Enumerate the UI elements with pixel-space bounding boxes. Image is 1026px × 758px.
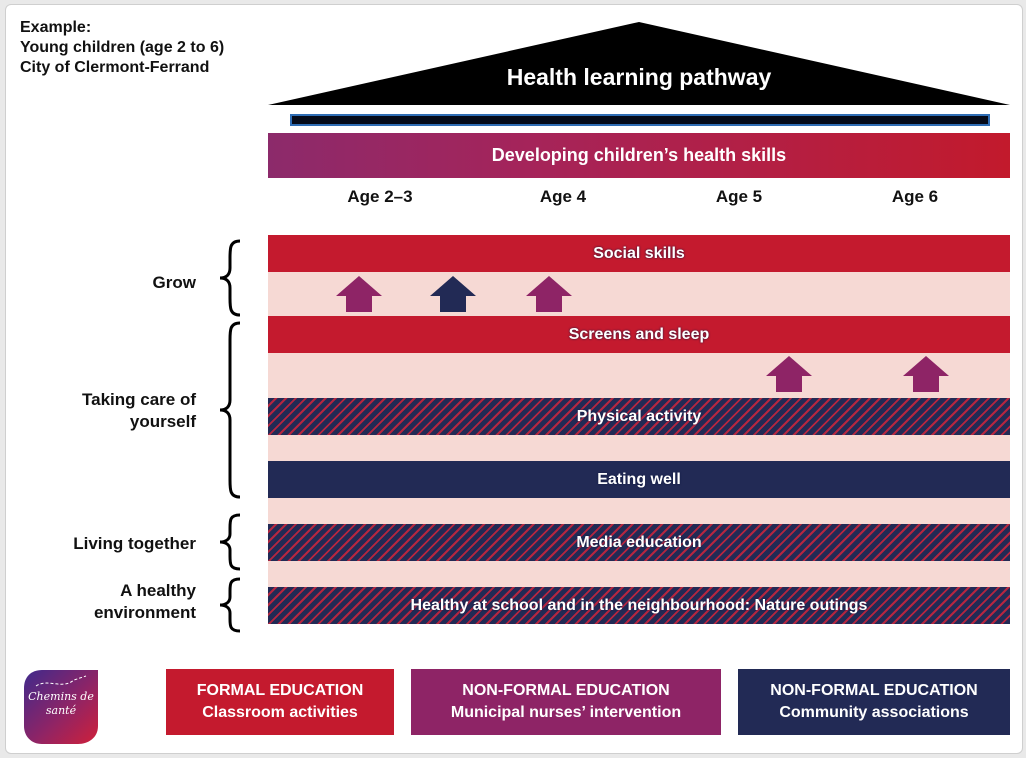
roof-title: Health learning pathway xyxy=(506,64,772,90)
category-taking-care: Taking care of yourself xyxy=(6,389,196,433)
legend-associations-title: NON-FORMAL EDUCATION xyxy=(770,682,978,699)
up-arrow-icon xyxy=(526,276,572,312)
band-eating-well: Eating well xyxy=(268,461,1010,498)
up-arrow-icon xyxy=(336,276,382,312)
example-line-2: Young children (age 2 to 6) xyxy=(20,39,225,56)
chemins-de-sante-logo xyxy=(24,670,98,744)
category-grow-label: Grow xyxy=(152,273,196,292)
band-social-skills: Social skills xyxy=(268,235,1010,272)
logo-line-1: Chemins de xyxy=(28,690,94,703)
band-physical-activity: Physical activity xyxy=(268,398,1010,435)
header-band: Developing children’s health skills xyxy=(268,133,1010,178)
up-arrow-icon xyxy=(766,356,812,392)
legend-nurses-subtitle: Municipal nurses’ intervention xyxy=(450,704,682,721)
example-label: Example: Young children (age 2 to 6) Cit… xyxy=(20,18,224,78)
brace-healthy-environment xyxy=(219,577,241,633)
legend-formal-subtitle: Classroom activities xyxy=(202,704,358,721)
lane-eating xyxy=(268,498,1010,524)
band-healthy-school-label: Healthy at school and in the neighbourho… xyxy=(410,596,868,614)
category-living-together: Living together xyxy=(6,533,196,555)
lane-grow xyxy=(268,272,1010,317)
logo-line-2: santé xyxy=(45,704,77,717)
roof-beam xyxy=(290,114,990,126)
age-label-4: Age 4 xyxy=(539,187,587,206)
logo-text: Chemins de santé xyxy=(22,690,100,718)
brace-taking-care xyxy=(219,321,241,499)
lane-physical xyxy=(268,435,1010,461)
band-physical-activity-label: Physical activity xyxy=(576,407,702,425)
legend-nurses-title: NON-FORMAL EDUCATION xyxy=(462,682,670,699)
category-healthy-environment-line-2: environment xyxy=(93,603,196,622)
band-screens-sleep: Screens and sleep xyxy=(268,316,1010,353)
brace-grow xyxy=(219,239,241,317)
band-screens-sleep-label: Screens and sleep xyxy=(568,325,710,343)
age-label-2-3: Age 2–3 xyxy=(347,187,413,206)
band-healthy-school: Healthy at school and in the neighbourho… xyxy=(268,587,1010,624)
roof-triangle xyxy=(268,22,1010,105)
band-media-education-label: Media education xyxy=(576,533,702,551)
legend-nonformal-associations: NON-FORMAL EDUCATION Community associati… xyxy=(738,669,1010,735)
legend-associations-subtitle: Community associations xyxy=(779,704,969,721)
category-taking-care-line-1: Taking care of xyxy=(82,390,196,409)
band-eating-well-label: Eating well xyxy=(597,470,681,488)
legend-nonformal-nurses: NON-FORMAL EDUCATION Municipal nurses’ i… xyxy=(411,669,721,735)
example-line-1: Example: xyxy=(20,19,92,36)
up-arrow-icon xyxy=(903,356,949,392)
category-healthy-environment: A healthy environment xyxy=(6,580,196,624)
band-social-skills-label: Social skills xyxy=(593,244,685,262)
legend-formal-title: FORMAL EDUCATION xyxy=(196,682,364,699)
example-line-3: City of Clermont-Ferrand xyxy=(20,59,210,76)
lane-media xyxy=(268,561,1010,587)
age-label-5: Age 5 xyxy=(715,187,763,206)
band-media-education: Media education xyxy=(268,524,1010,561)
up-arrow-icon xyxy=(430,276,476,312)
category-healthy-environment-line-1: A healthy xyxy=(120,581,196,600)
age-label-6: Age 6 xyxy=(891,187,939,206)
category-taking-care-line-2: yourself xyxy=(129,412,196,431)
category-grow: Grow xyxy=(6,272,196,294)
legend-formal-education: FORMAL EDUCATION Classroom activities xyxy=(166,669,394,735)
category-living-together-label: Living together xyxy=(73,534,196,553)
lane-screens xyxy=(268,353,1010,398)
brace-living-together xyxy=(219,513,241,571)
